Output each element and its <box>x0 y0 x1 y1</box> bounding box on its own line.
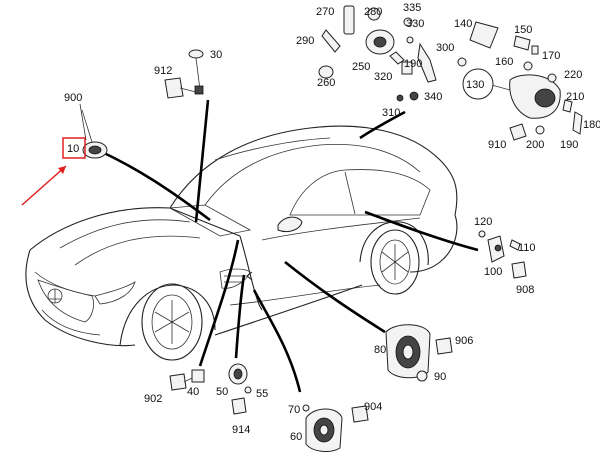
label-904: 904 <box>364 401 382 413</box>
arrow-40 <box>198 239 240 367</box>
part-50 <box>228 363 252 415</box>
label-160: 160 <box>495 56 513 68</box>
label-320: 320 <box>374 71 392 83</box>
label-55: 55 <box>256 388 268 400</box>
label-60: 60 <box>290 431 302 443</box>
highlight-arrowhead <box>58 166 66 174</box>
label-900: 900 <box>64 92 82 104</box>
part-100 <box>478 230 527 279</box>
label-914: 914 <box>232 424 250 436</box>
label-280: 280 <box>364 6 382 18</box>
label-190b: 190 <box>560 139 578 151</box>
label-210: 210 <box>566 91 584 103</box>
label-110: 110 <box>518 242 536 254</box>
label-220: 220 <box>564 69 582 81</box>
label-10: 10 <box>67 143 79 155</box>
label-290: 290 <box>296 35 314 47</box>
label-260: 260 <box>317 77 335 89</box>
car-body <box>25 125 458 361</box>
label-140: 140 <box>454 18 472 30</box>
label-300: 300 <box>436 42 454 54</box>
part-cluster-right <box>469 21 583 141</box>
arrow-30 <box>194 99 210 223</box>
arrow-80 <box>284 260 386 334</box>
part-60-speaker <box>302 404 369 452</box>
label-130: 130 <box>466 79 484 91</box>
label-250: 250 <box>352 61 370 73</box>
part-900-leader <box>79 103 87 141</box>
highlight-box-10 <box>62 137 86 159</box>
label-310: 310 <box>382 107 400 119</box>
label-80: 80 <box>374 344 386 356</box>
arrow-60 <box>252 289 302 393</box>
label-912: 912 <box>154 65 172 77</box>
part-40 <box>169 369 205 391</box>
arrow-100 <box>364 210 479 252</box>
label-170: 170 <box>542 50 560 62</box>
label-902: 902 <box>144 393 162 405</box>
label-30: 30 <box>210 49 222 61</box>
label-200: 200 <box>526 139 544 151</box>
callout-arrows <box>101 99 479 393</box>
arrow-10 <box>101 150 211 222</box>
label-180: 180 <box>583 119 600 131</box>
arrow-50 <box>234 274 246 359</box>
label-908: 908 <box>516 284 534 296</box>
callout-130-circle <box>462 68 494 100</box>
part-labels: 10 900 912 30 270 280 335 330 290 250 30… <box>62 2 600 443</box>
highlight-arrow <box>21 165 67 206</box>
label-100: 100 <box>484 266 502 278</box>
label-190a: 190 <box>404 58 422 70</box>
label-50: 50 <box>216 386 228 398</box>
label-910: 910 <box>488 139 506 151</box>
label-90: 90 <box>434 371 446 383</box>
arrow-310 <box>359 110 406 140</box>
label-150: 150 <box>514 24 532 36</box>
label-70: 70 <box>288 404 300 416</box>
part-912-connector <box>164 77 197 99</box>
part-80-speaker <box>385 324 453 382</box>
label-906: 906 <box>455 335 473 347</box>
label-120: 120 <box>474 216 492 228</box>
part-cluster-top <box>318 5 467 102</box>
part-10-tweeter <box>81 109 108 159</box>
label-335: 335 <box>403 2 421 14</box>
label-40: 40 <box>187 386 199 398</box>
label-340: 340 <box>424 91 442 103</box>
label-330: 330 <box>406 18 424 30</box>
part-30 <box>188 49 204 95</box>
label-270: 270 <box>316 6 334 18</box>
